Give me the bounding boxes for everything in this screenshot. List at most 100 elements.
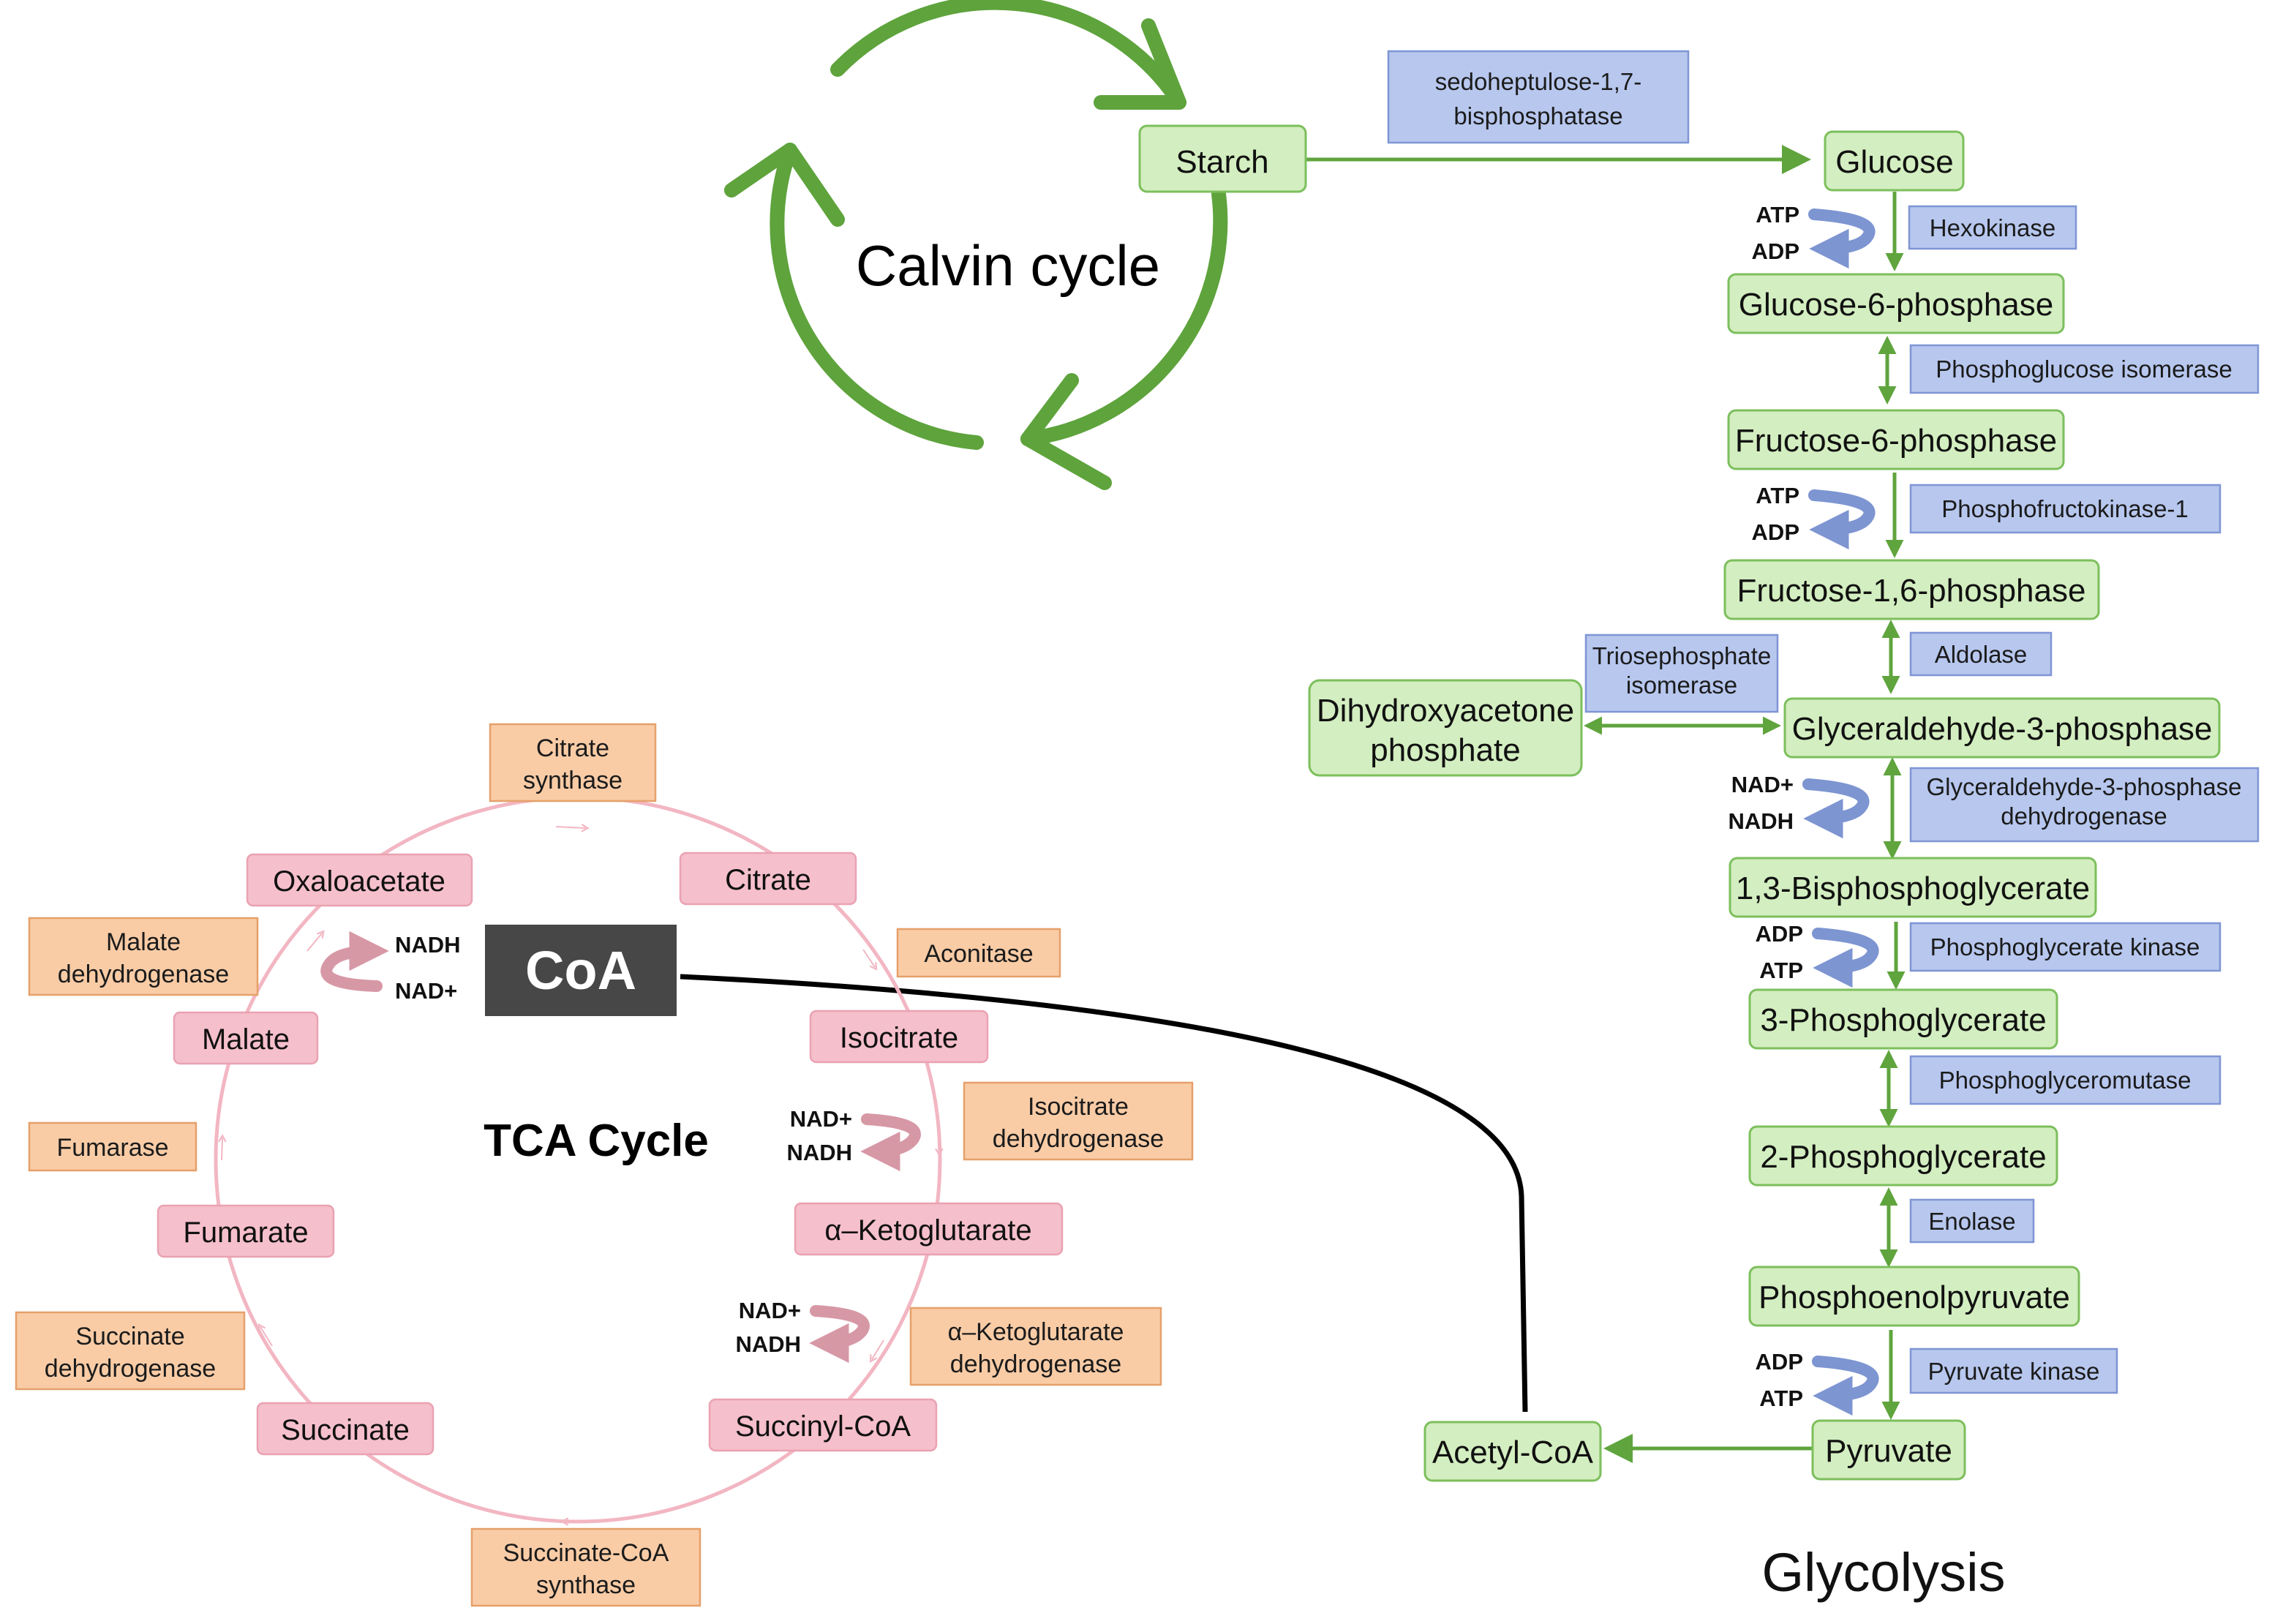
svg-text:Citrate: Citrate xyxy=(536,734,609,762)
sdh-enzyme[interactable]: Succinate dehydrogenase xyxy=(15,1311,246,1391)
svg-text:NAD+: NAD+ xyxy=(395,978,457,1004)
svg-text:Isocitrate: Isocitrate xyxy=(840,1022,958,1054)
svg-text:Glucose: Glucose xyxy=(1835,144,1953,180)
svg-text:Succinate: Succinate xyxy=(281,1414,410,1446)
svg-text:dehydrogenase: dehydrogenase xyxy=(993,1125,1164,1153)
svg-text:dehydrogenase: dehydrogenase xyxy=(950,1350,1121,1378)
f16bp-node[interactable]: Fructose-1,6-phosphase xyxy=(1723,559,2100,620)
svg-text:Fumarate: Fumarate xyxy=(183,1217,308,1249)
succinate-node[interactable]: Succinate xyxy=(256,1402,435,1456)
pfk-enzyme[interactable]: Phosphofructokinase-1 xyxy=(1909,484,2222,534)
svg-text:Phosphoglyceromutase: Phosphoglyceromutase xyxy=(1939,1067,2192,1094)
svg-text:Glyceraldehyde-3-phosphase: Glyceraldehyde-3-phosphase xyxy=(1792,711,2213,747)
citrate-synthase-enzyme[interactable]: Citrate synthase xyxy=(489,723,657,802)
tca-cycle-label: TCA Cycle xyxy=(484,1116,709,1166)
hexokinase-enzyme[interactable]: Hexokinase xyxy=(1908,205,2077,250)
pyruvate-node[interactable]: Pyruvate xyxy=(1811,1419,1966,1481)
svg-text:Aldolase: Aldolase xyxy=(1935,641,2028,668)
tpi-enzyme[interactable]: Triosephosphate isomerase xyxy=(1584,634,1779,713)
calvin-arrowhead-bottom-icon xyxy=(1020,373,1112,490)
akg-node[interactable]: α–Ketoglutarate xyxy=(794,1202,1064,1256)
svg-text:Phosphoenolpyruvate: Phosphoenolpyruvate xyxy=(1758,1279,2070,1315)
svg-text:NAD+: NAD+ xyxy=(739,1298,801,1323)
svg-text:Isocitrate: Isocitrate xyxy=(1028,1093,1129,1121)
svg-text:ADP: ADP xyxy=(1752,238,1799,264)
fumarase-enzyme[interactable]: Fumarase xyxy=(28,1121,198,1172)
svg-text:Acetyl-CoA: Acetyl-CoA xyxy=(1432,1435,1594,1470)
svg-text:Succinyl-CoA: Succinyl-CoA xyxy=(735,1410,911,1443)
mdh-nad-arrow-icon xyxy=(320,931,389,992)
svg-text:NADH: NADH xyxy=(786,1140,852,1165)
svg-text:3-Phosphoglycerate: 3-Phosphoglycerate xyxy=(1760,1002,2046,1038)
fumarate-node[interactable]: Fumarate xyxy=(157,1204,335,1258)
svg-text:α–Ketoglutarate: α–Ketoglutarate xyxy=(948,1318,1124,1346)
aconitase-enzyme[interactable]: Aconitase xyxy=(896,928,1061,978)
svg-text:Malate: Malate xyxy=(106,928,181,956)
citrate-node[interactable]: Citrate xyxy=(679,852,857,906)
svg-text:ADP: ADP xyxy=(1756,1349,1803,1375)
svg-text:Phosphofructokinase-1: Phosphofructokinase-1 xyxy=(1941,495,2189,522)
g3p-node[interactable]: Glyceraldehyde-3-phosphase xyxy=(1783,697,2221,759)
gapdh-nad-arrow-icon xyxy=(1802,778,1870,839)
svg-text:Glyceraldehyde-3-phosphase: Glyceraldehyde-3-phosphase xyxy=(1926,773,2241,800)
coa-block[interactable]: CoA xyxy=(485,925,677,1016)
akgdh-nad-arrow-icon xyxy=(809,1305,870,1364)
isocitrate-node[interactable]: Isocitrate xyxy=(809,1010,989,1064)
enolase-enzyme[interactable]: Enolase xyxy=(1909,1198,2035,1244)
svg-text:dehydrogenase: dehydrogenase xyxy=(58,961,229,988)
svg-text:ATP: ATP xyxy=(1759,958,1803,983)
svg-text:Fructose-6-phosphase: Fructose-6-phosphase xyxy=(1735,423,2057,459)
oxaloacetate-node[interactable]: Oxaloacetate xyxy=(246,853,473,907)
svg-text:Aconitase: Aconitase xyxy=(924,940,1033,968)
g6p-node[interactable]: Glucose-6-phosphase xyxy=(1727,273,2065,334)
idh-cofactors: NAD+ NADH xyxy=(786,1106,921,1172)
dhap-node[interactable]: Dihydroxyacetone phosphate xyxy=(1308,679,1583,777)
succinylcoa-node[interactable]: Succinyl-CoA xyxy=(708,1398,938,1452)
idh-enzyme[interactable]: Isocitrate dehydrogenase xyxy=(963,1081,1194,1161)
svg-text:sedoheptulose-1,7-: sedoheptulose-1,7- xyxy=(1435,68,1642,95)
starch-node[interactable]: Starch xyxy=(1138,124,1307,193)
pg2-node[interactable]: 2-Phosphoglycerate xyxy=(1748,1125,2058,1187)
pk-adp-arrow-icon xyxy=(1812,1356,1879,1416)
svg-text:bisphosphatase: bisphosphatase xyxy=(1453,102,1622,129)
pgm-enzyme[interactable]: Phosphoglyceromutase xyxy=(1909,1055,2222,1105)
sbpase-enzyme[interactable]: sedoheptulose-1,7- bisphosphatase xyxy=(1387,50,1690,144)
aldolase-enzyme[interactable]: Aldolase xyxy=(1909,631,2053,677)
pg3-node[interactable]: 3-Phosphoglycerate xyxy=(1748,988,2058,1050)
akgdh-enzyme[interactable]: α–Ketoglutarate dehydrogenase xyxy=(909,1307,1162,1386)
calvin-arrowhead-top-icon xyxy=(1094,18,1186,110)
svg-text:Dihydroxyacetone: Dihydroxyacetone xyxy=(1317,693,1574,729)
pk-enzyme[interactable]: Pyruvate kinase xyxy=(1909,1347,2118,1394)
mdh-cofactors: NADH NAD+ xyxy=(320,931,461,1004)
f6p-node[interactable]: Fructose-6-phosphase xyxy=(1727,409,2065,470)
acetylcoa-node[interactable]: Acetyl-CoA xyxy=(1423,1421,1602,1482)
calvin-arrowhead-left-icon xyxy=(724,143,845,227)
hexokinase-atp-arrow-icon xyxy=(1808,208,1876,269)
pgk-cofactors: ADP ATP xyxy=(1756,921,1879,988)
glucose-node[interactable]: Glucose xyxy=(1824,130,1965,192)
gapdh-enzyme[interactable]: Glyceraldehyde-3-phosphase dehydrogenase xyxy=(1909,767,2260,843)
svg-text:α–Ketoglutarate: α–Ketoglutarate xyxy=(824,1214,1031,1247)
bpg13-node[interactable]: 1,3-Bisphosphoglycerate xyxy=(1729,857,2097,918)
pep-node[interactable]: Phosphoenolpyruvate xyxy=(1748,1266,2080,1327)
svg-text:Pyruvate: Pyruvate xyxy=(1825,1433,1952,1469)
svg-text:Hexokinase: Hexokinase xyxy=(1930,214,2055,241)
pk-cofactors: ADP ATP xyxy=(1756,1349,1879,1416)
svg-text:Fructose-1,6-phosphase: Fructose-1,6-phosphase xyxy=(1737,573,2086,609)
calvin-arc-left xyxy=(770,143,984,450)
mdh-enzyme[interactable]: Malate dehydrogenase xyxy=(28,917,259,996)
malate-node[interactable]: Malate xyxy=(173,1011,319,1065)
svg-text:NAD+: NAD+ xyxy=(1731,772,1794,797)
svg-text:Succinate: Succinate xyxy=(75,1323,184,1350)
pgk-enzyme[interactable]: Phosphoglycerate kinase xyxy=(1909,922,2222,972)
svg-text:CoA: CoA xyxy=(525,940,636,1001)
pfk-cofactors: ATP ADP xyxy=(1752,483,1876,550)
svg-text:Enolase: Enolase xyxy=(1928,1208,2015,1235)
svg-text:Fumarase: Fumarase xyxy=(56,1134,168,1162)
pfk-atp-arrow-icon xyxy=(1808,489,1876,550)
pgi-enzyme[interactable]: Phosphoglucose isomerase xyxy=(1909,344,2260,394)
glycolysis-arrows xyxy=(1306,145,1906,1463)
svg-text:Pyruvate kinase: Pyruvate kinase xyxy=(1928,1358,2100,1385)
scs-enzyme[interactable]: Succinate-CoA synthase xyxy=(470,1527,701,1607)
